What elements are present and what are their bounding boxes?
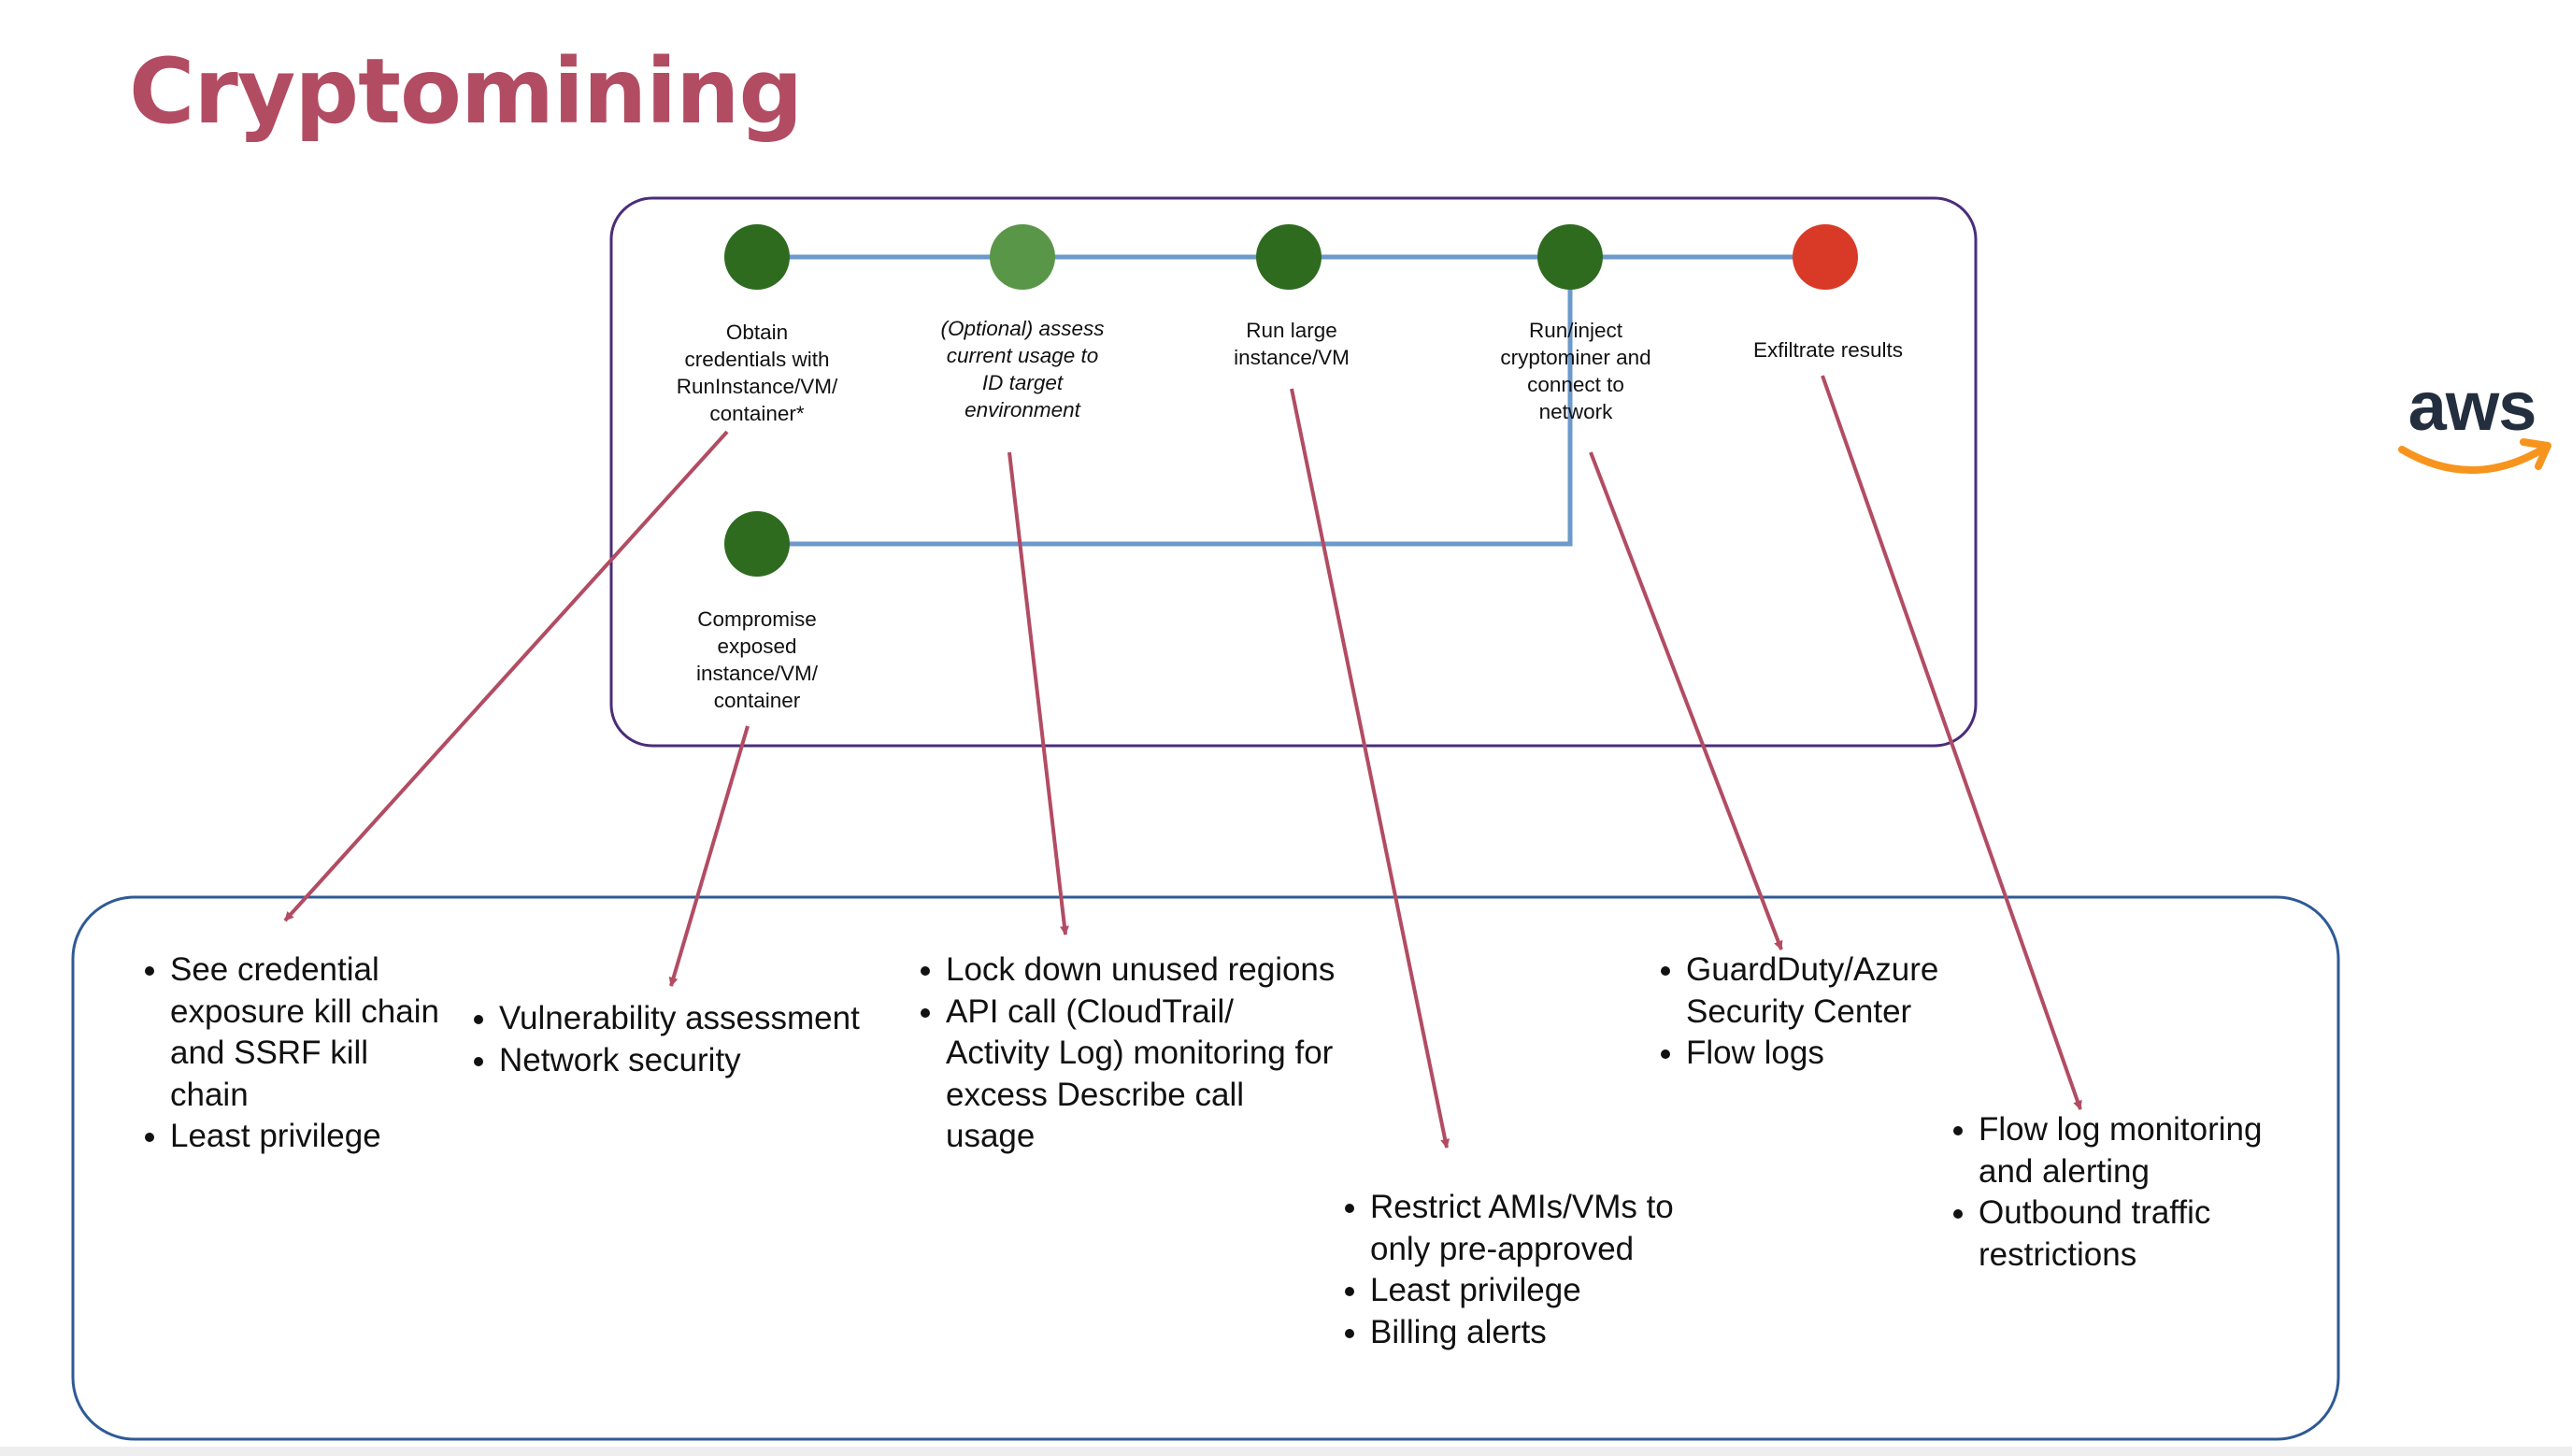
attack-steps-box <box>609 196 1978 748</box>
list-item: Least privilege <box>170 1116 450 1158</box>
list-item: Network security <box>499 1040 910 1082</box>
step-node-obtain-credentials <box>724 224 790 290</box>
compromise-flow-line <box>757 257 1573 547</box>
list-item: Restrict AMIs/VMs to only pre-approved <box>1370 1187 1707 1270</box>
controls-compromise-instance: Vulnerability assessment Network securit… <box>467 998 910 1081</box>
arrow-compromise-instance <box>668 725 750 987</box>
slide-title: Cryptomining <box>129 39 803 144</box>
controls-assess-usage: Lock down unused regions API call (Cloud… <box>914 949 1338 1158</box>
step-node-exfiltrate <box>1793 224 1858 290</box>
list-item: API call (CloudTrail/ Activity Log) moni… <box>946 992 1338 1158</box>
step-label-exfiltrate: Exfiltrate results <box>1752 338 1904 362</box>
aws-logo: aws <box>2393 369 2551 491</box>
list-item: Billing alerts <box>1370 1312 1707 1354</box>
step-label-compromise-instance: Compromise exposed instance/VM/ containe… <box>695 607 819 712</box>
step-label-assess-usage: (Optional) assess current usage to ID ta… <box>940 317 1105 421</box>
step-node-run-instance <box>1256 224 1322 290</box>
list-item: Flow logs <box>1686 1033 2022 1075</box>
aws-smile-icon <box>2398 438 2551 474</box>
controls-box <box>71 895 2340 1441</box>
aws-logo-text: aws <box>2408 367 2537 445</box>
arrow-inject-cryptominer <box>1589 451 1783 950</box>
step-label-inject-cryptominer: Run/inject cryptominer and connect to ne… <box>1500 319 1651 423</box>
arrow-obtain-credentials <box>283 430 729 922</box>
list-item: See credential exposure kill chain and S… <box>170 949 450 1116</box>
list-item: Flow log monitoring and alerting <box>1979 1109 2315 1192</box>
step-node-inject-cryptominer <box>1537 224 1603 290</box>
step-label-run-instance: Run large instance/VM <box>1234 319 1350 369</box>
arrow-assess-usage <box>1007 451 1069 935</box>
list-item: GuardDuty/Azure Security Center <box>1686 949 2022 1033</box>
arrow-exfiltrate <box>1821 375 2082 1110</box>
list-item: Lock down unused regions <box>946 949 1338 992</box>
bottom-strip <box>0 1447 2572 1456</box>
step-label-obtain-credentials: Obtain credentials with RunInstance/VM/ … <box>676 321 838 425</box>
controls-exfiltrate: Flow log monitoring and alerting Outboun… <box>1947 1109 2315 1276</box>
controls-run-instance: Restrict AMIs/VMs to only pre-approved L… <box>1338 1187 1707 1353</box>
step-node-compromise-instance <box>724 511 790 577</box>
controls-credential-exposure: See credential exposure kill chain and S… <box>138 949 450 1158</box>
list-item: Outbound traffic restrictions <box>1979 1192 2315 1276</box>
step-node-assess-usage <box>990 224 1055 290</box>
controls-inject-cryptominer: GuardDuty/Azure Security Center Flow log… <box>1654 949 2022 1075</box>
list-item: Least privilege <box>1370 1270 1707 1312</box>
arrow-run-instance <box>1290 388 1450 1149</box>
list-item: Vulnerability assessment <box>499 998 910 1040</box>
